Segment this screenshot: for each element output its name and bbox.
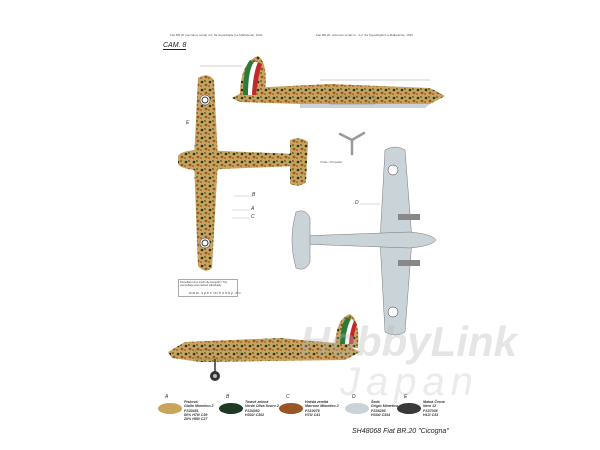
color-text-a: Písková Giallo Mimetico 2 FS30451 80% H7…: [184, 400, 214, 422]
propeller-drawing: [338, 131, 366, 156]
color-swatch-d: [345, 403, 369, 414]
caption-right: Fiat BR.20, unknown serial no., 4-2, 5a …: [316, 33, 413, 37]
callout-e-top: E: [186, 120, 190, 126]
color-text-b: Tmavě zelená Verde Oliva Scuro 2 FS34052…: [245, 400, 279, 417]
watermark-logo-sub: Japan: [340, 360, 479, 404]
camo-label: CAM. 8: [163, 42, 187, 50]
callout-c: C: [251, 214, 255, 220]
color-text-d: Šedá Grigio Mimetico FS36293 H334/ C334: [371, 400, 399, 417]
callout-a: A: [251, 206, 255, 212]
bottom-view: [291, 146, 437, 336]
color-text-c: Hnědá zemitá Marrone Mimetico 2 FS10075 …: [305, 400, 339, 417]
propeller-label: Vrtule / Propeller: [320, 160, 343, 164]
callout-d: D: [355, 200, 359, 206]
note-url: www.specialhobby.eu: [189, 291, 242, 295]
color-swatch-c: [279, 403, 303, 414]
color-letter-e: E: [404, 394, 408, 400]
color-swatch-e: [397, 403, 421, 414]
color-swatch-a: [158, 403, 182, 414]
color-letter-d: D: [352, 394, 356, 400]
note-text: Kamufláž nutno kreslit dle fotografií / …: [180, 281, 228, 287]
kit-title: SH48068 Fiat BR.20 "Cicogna": [352, 428, 449, 435]
caption-left: Fiat BR.20 (neznámý serial) 4-2, 5a Squa…: [170, 33, 263, 37]
callout-b: B: [252, 192, 256, 198]
color-letter-c: C: [286, 394, 290, 400]
color-swatch-b: [219, 403, 243, 414]
color-letter-a: A: [165, 394, 169, 400]
color-text-e: Matná Černá Nero 12 FS37038 H12/ C33: [423, 400, 445, 417]
callout-lines: [232, 195, 380, 219]
color-letter-b: B: [226, 394, 230, 400]
watermark-logo: HobbyLink: [300, 318, 517, 365]
top-view: [178, 75, 308, 271]
side-view-bottom: [168, 314, 360, 381]
side-view-top: [200, 56, 445, 108]
note-box: Kamufláž nutno kreslit dle fotografií / …: [178, 279, 242, 297]
